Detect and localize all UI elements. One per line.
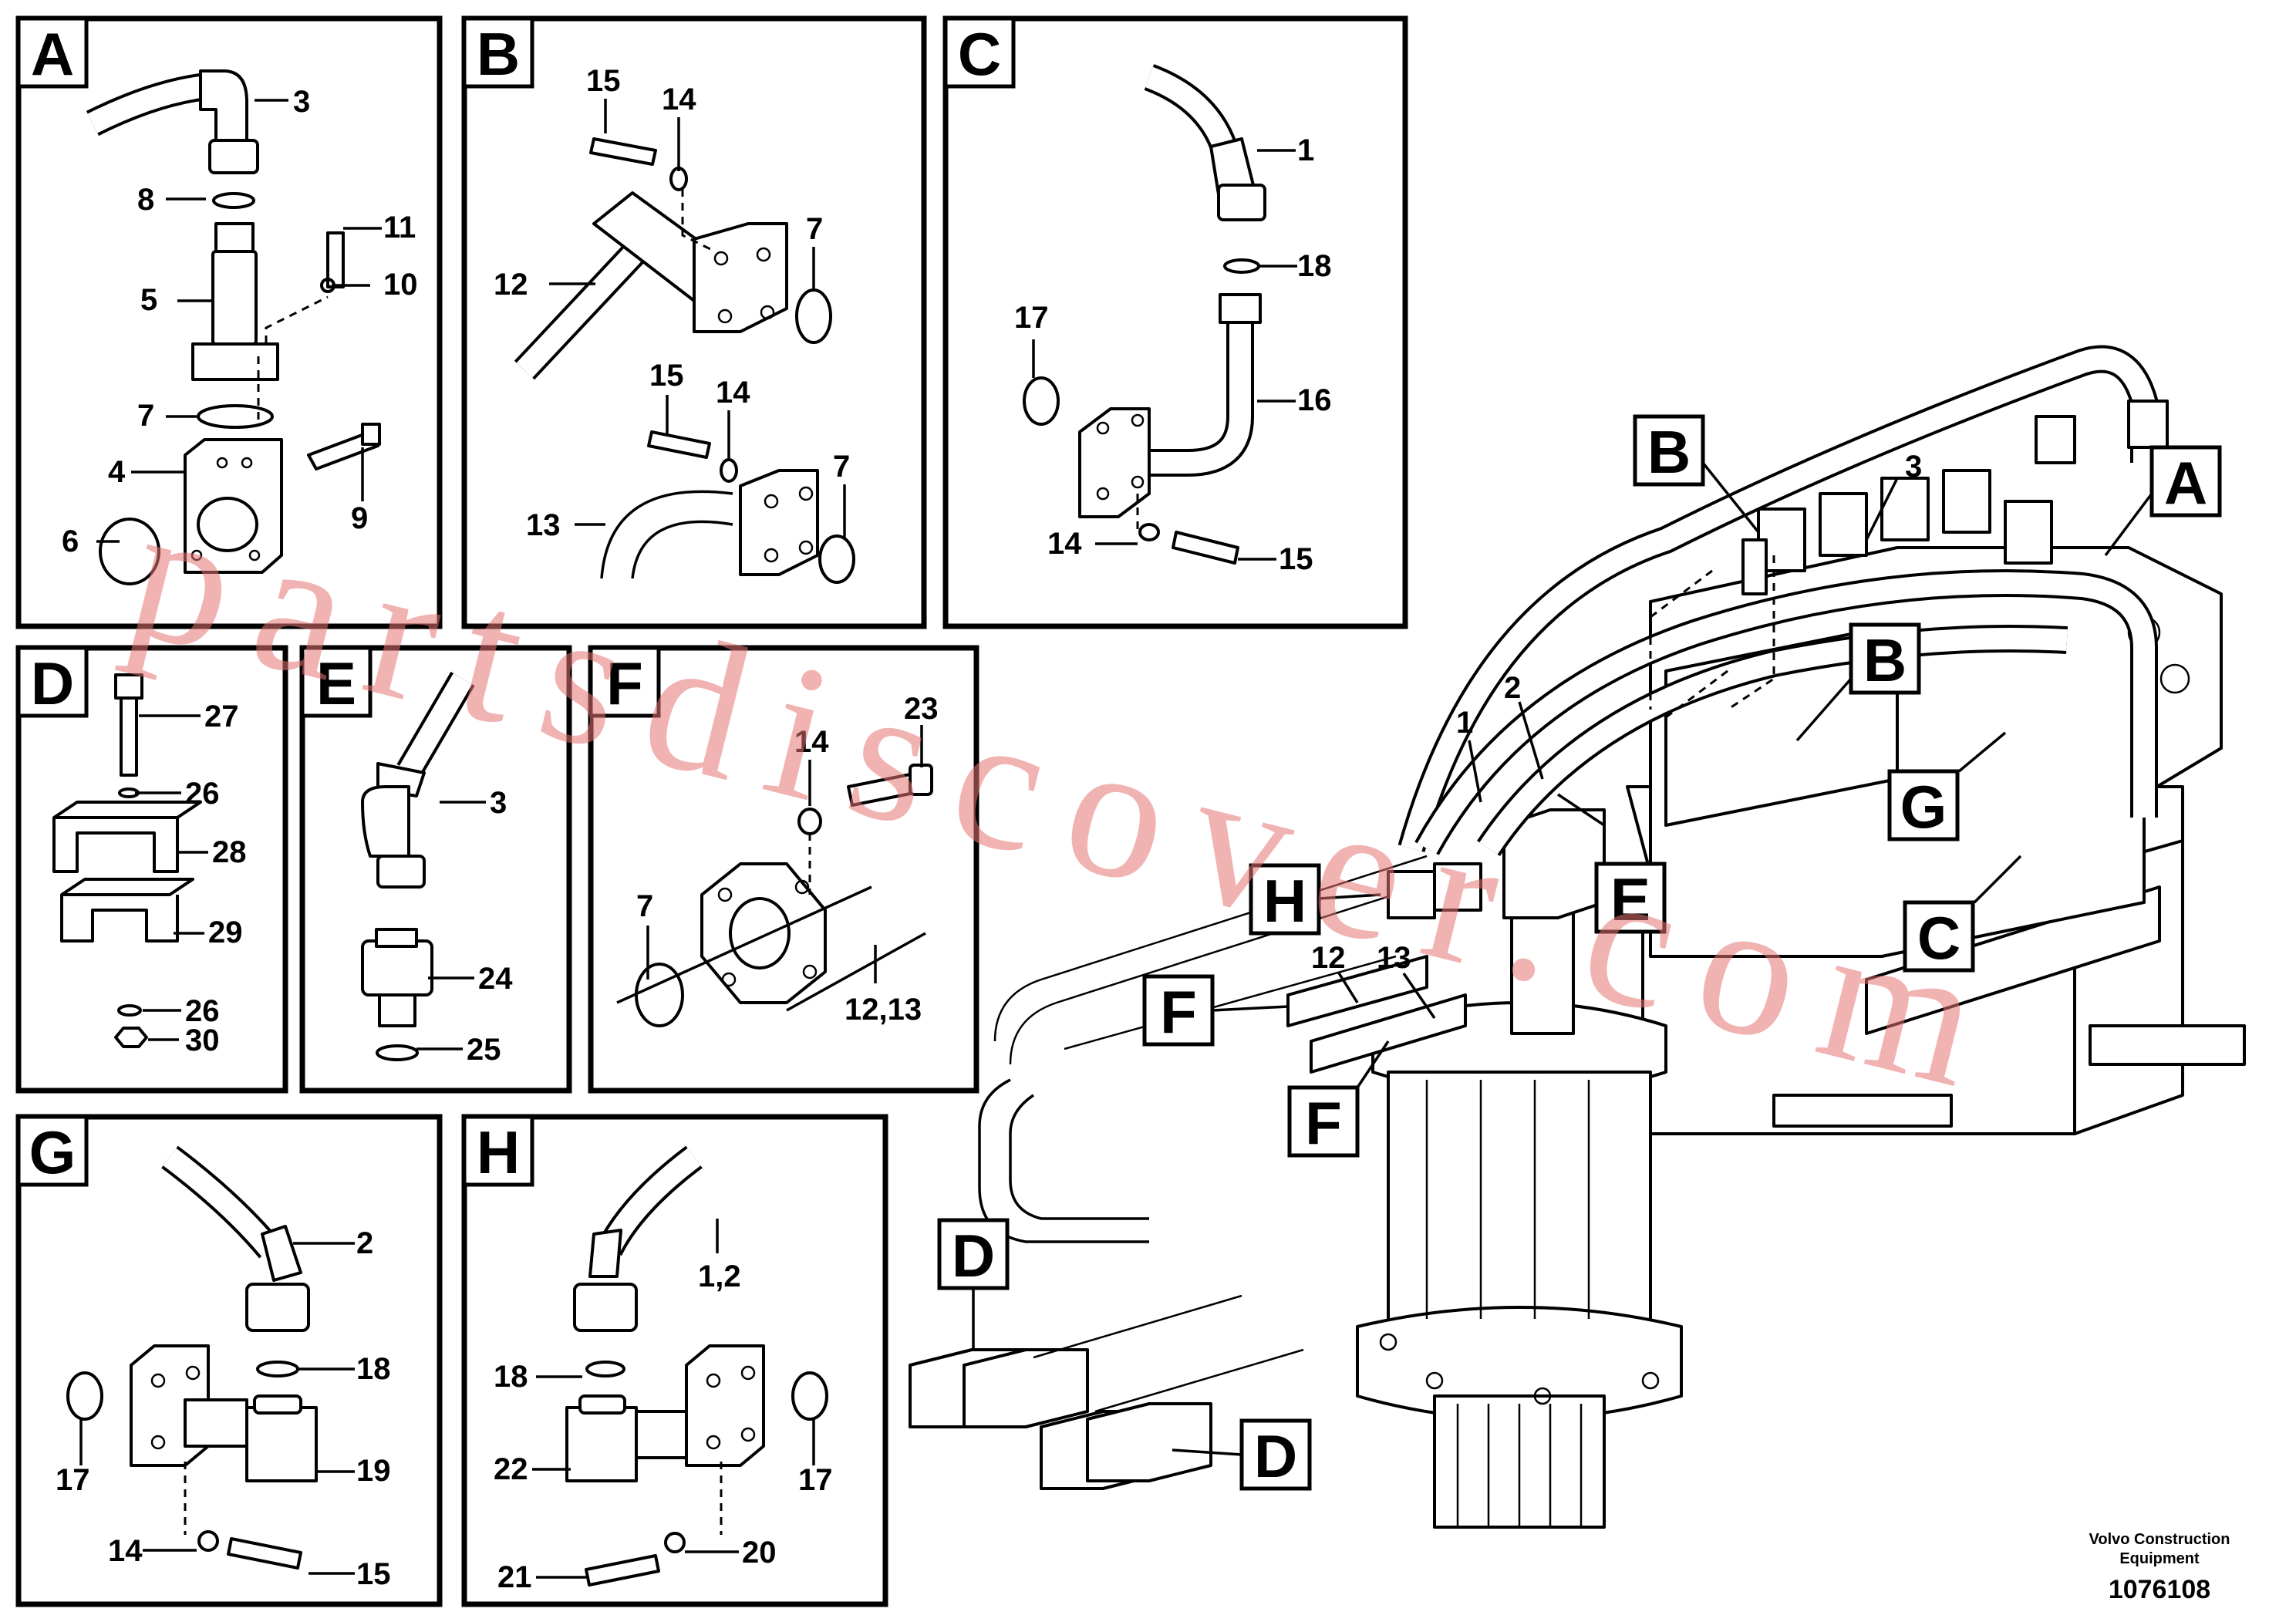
callout-g-18: 18 (356, 1352, 391, 1386)
callout-h-1-2: 1,2 (698, 1259, 741, 1293)
callout-e-24: 24 (478, 962, 513, 996)
callout-c-14: 14 (1047, 527, 1082, 561)
panel-letter-e: E (316, 649, 356, 717)
callout-d-26: 26 (185, 777, 220, 811)
callout-d-29: 29 (208, 916, 243, 949)
main-label-b-upper: B (1647, 418, 1691, 486)
main-label-g: G (1900, 773, 1947, 841)
main-callout-3: 3 (1905, 450, 1922, 484)
callout-b-12: 12 (494, 268, 528, 302)
main-label-c: C (1917, 904, 1961, 972)
callout-f-23: 23 (904, 692, 939, 726)
detail-panel-h: H 1,2 18 22 17 21 20 (461, 1114, 888, 1607)
panel-letter-g: G (29, 1118, 76, 1186)
callout-b-7: 7 (806, 212, 823, 246)
callout-b-15: 15 (586, 64, 621, 98)
callout-e-25: 25 (467, 1033, 501, 1067)
detail-panel-e: E 3 24 25 (299, 645, 572, 1094)
callout-e-3: 3 (490, 786, 507, 820)
main-label-b-lower: B (1863, 626, 1907, 694)
callout-c-1: 1 (1297, 133, 1314, 167)
footer: Volvo Construction Equipment 1076108 (2089, 1531, 2230, 1604)
main-label-d-lower: D (1254, 1422, 1297, 1490)
detail-panel-c: C 1 18 17 16 14 15 (942, 15, 1408, 629)
main-callout-13: 13 (1377, 941, 1411, 975)
company-name-line1: Volvo Construction (2089, 1531, 2230, 1548)
main-label-a: A (2164, 449, 2207, 517)
callout-g-15: 15 (356, 1557, 391, 1591)
callout-a-3: 3 (293, 85, 310, 119)
callout-d-27: 27 (204, 700, 239, 733)
panel-letter-c: C (958, 20, 1001, 88)
callout-c-16: 16 (1297, 383, 1332, 417)
detail-panel-g: G 2 18 17 19 14 15 (15, 1114, 443, 1607)
callout-a-11: 11 (383, 211, 416, 244)
callout-d-30: 30 (185, 1023, 220, 1057)
main-label-h: H (1263, 867, 1306, 935)
callout-h-17: 17 (798, 1463, 833, 1497)
callout-f-12-13: 12,13 (845, 993, 922, 1027)
panel-letter-d: D (31, 649, 74, 717)
callout-g-17: 17 (56, 1463, 90, 1497)
callout-d-28: 28 (212, 835, 247, 869)
detail-panel-d: D 27 26 28 29 26 30 (15, 645, 288, 1094)
callout-h-18: 18 (494, 1360, 528, 1394)
panel-letter-b: B (477, 20, 520, 88)
callout-b-14: 14 (662, 83, 696, 116)
panel-letter-f: F (606, 649, 643, 717)
callout-h-20: 20 (742, 1536, 777, 1570)
main-callout-2: 2 (1504, 671, 1521, 705)
main-callout-12: 12 (1311, 941, 1346, 975)
main-label-f-left: F (1160, 978, 1197, 1046)
callout-c-15: 15 (1279, 542, 1313, 576)
callout-a-10: 10 (383, 268, 418, 302)
main-assembly-view: B A B G C E H F F D D 3 2 1 (909, 345, 2246, 1529)
callout-c-17: 17 (1014, 301, 1049, 335)
callout-a-7: 7 (137, 399, 154, 433)
callout-g-19: 19 (356, 1454, 391, 1488)
main-label-e: E (1610, 865, 1650, 933)
panel-letter-h: H (477, 1118, 520, 1186)
detail-panel-b: B 15 14 7 12 15 14 7 13 (461, 15, 927, 629)
callout-f-7: 7 (636, 889, 653, 923)
main-callout-1: 1 (1456, 706, 1473, 740)
callout-c-18: 18 (1297, 249, 1332, 283)
panel-letter-a: A (31, 20, 74, 88)
callout-a-4: 4 (108, 455, 126, 489)
detail-panel-a: A 3 8 11 10 5 7 9 4 6 (15, 15, 443, 629)
callout-b-14-lower: 14 (716, 376, 750, 410)
callout-b-7-lower: 7 (833, 450, 850, 484)
company-name-line2: Equipment (2119, 1550, 2200, 1567)
callout-g-2: 2 (356, 1226, 373, 1260)
main-label-f-lower: F (1305, 1089, 1342, 1157)
callout-f-14: 14 (794, 725, 829, 759)
callout-a-5: 5 (140, 283, 157, 317)
callout-d-26-lower: 26 (185, 994, 220, 1028)
callout-h-21: 21 (497, 1560, 532, 1594)
callout-b-13: 13 (526, 508, 561, 542)
callout-a-6: 6 (62, 524, 79, 558)
callout-h-22: 22 (494, 1452, 528, 1486)
callout-b-15-lower: 15 (649, 359, 684, 393)
callout-a-8: 8 (137, 183, 154, 217)
callout-g-14: 14 (108, 1534, 143, 1568)
detail-panel-f: F 23 14 7 12,13 (588, 645, 979, 1094)
main-label-d-upper: D (952, 1222, 995, 1290)
drawing-number: 1076108 (2109, 1575, 2210, 1604)
callout-a-9: 9 (351, 501, 368, 535)
